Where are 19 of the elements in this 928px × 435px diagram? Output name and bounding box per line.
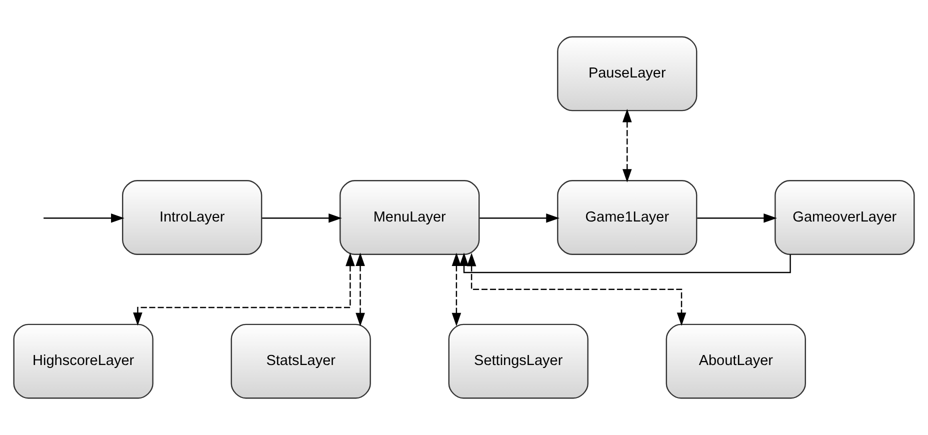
arrow (480, 213, 560, 223)
node-box: GameoverLayer (774, 180, 915, 255)
arrow (262, 213, 342, 223)
arrow (697, 213, 777, 223)
node-box: HighscoreLayer (13, 324, 154, 399)
arrow (44, 213, 124, 223)
arrow (452, 252, 462, 326)
node-box: Game1Layer (557, 180, 698, 255)
node-box: StatsLayer (230, 324, 371, 399)
arrow (459, 252, 791, 274)
node-box: PauseLayer (557, 36, 698, 112)
arrow (622, 108, 632, 182)
arrow (356, 252, 365, 326)
node-box: SettingsLayer (448, 324, 588, 399)
node-box: AboutLayer (666, 324, 806, 399)
node-box: IntroLayer (122, 180, 262, 255)
node-box: MenuLayer (340, 180, 480, 255)
arrow (466, 252, 686, 326)
arrow (133, 252, 355, 326)
